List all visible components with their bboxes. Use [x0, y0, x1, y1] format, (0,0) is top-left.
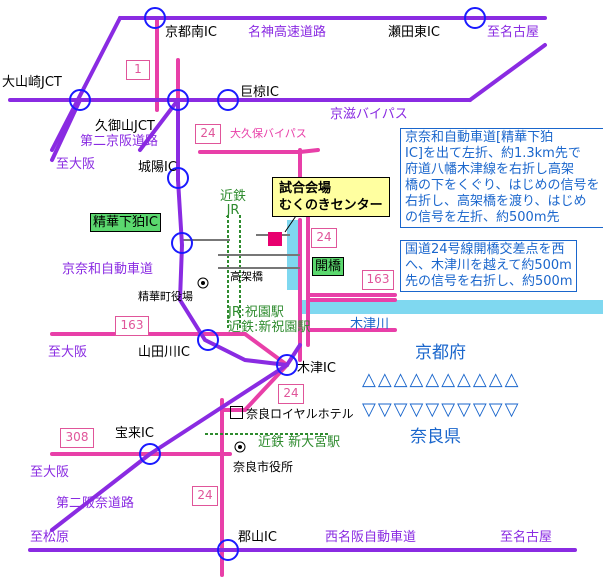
- daini-keihan-label: 第二京阪道路: [80, 134, 159, 149]
- station-hosono: JR:祝園駅 近鉄:新祝園駅: [228, 305, 311, 335]
- kintetsu-shin-omiya: 近鉄 新大宮駅: [258, 435, 341, 450]
- circle-ring-icon: [217, 539, 239, 561]
- kyoto-pref-label: 京都府: [415, 343, 466, 363]
- keinawa-label: 京奈和自動車道: [62, 262, 154, 277]
- to-osaka-3: 至大阪: [30, 465, 70, 480]
- to-osaka-1: 至大阪: [56, 157, 96, 172]
- nara-city-hall: 奈良市役所: [233, 460, 294, 474]
- keiji-bypass-label: 京滋バイパス: [330, 107, 408, 122]
- circle-ring-icon: [139, 443, 161, 465]
- circle-ring-icon: [167, 89, 189, 111]
- expressways: [8, 16, 577, 552]
- daini-hanna-label: 第二阪奈道路: [56, 496, 135, 511]
- directions-keinawa-note: 京奈和自動車道[精華下狛 IC]を出て左折、約1.3km先で 府道八幡木津線を右…: [400, 128, 603, 228]
- bullseye-icon: [197, 277, 246, 453]
- seika-town-hall: 精華町役場: [138, 290, 193, 303]
- nara-pref-label: 奈良県: [410, 427, 461, 447]
- interchange-markers: [69, 7, 486, 561]
- prefecture-border-top: △△△△△△△△△△: [362, 369, 521, 390]
- kintetsu-jr-label: 近鉄 JR: [220, 189, 247, 218]
- kizugawa-label: 木津川: [350, 317, 390, 332]
- route-24-okubo-badge: 24: [195, 124, 221, 144]
- circle-ring-icon: [197, 329, 219, 351]
- venue-label: 試合会場 むくのきセンター: [272, 177, 390, 217]
- koriyama-ic: 郡山IC: [238, 530, 277, 545]
- to-nagoya-top: 至名古屋: [487, 25, 540, 40]
- square-icon: [230, 406, 243, 419]
- kyoto-minami-ic: 京都南IC: [165, 25, 217, 40]
- okubo-bypass-label: 大久保バイパス: [230, 127, 307, 140]
- ogura-ic: 巨椋IC: [240, 85, 279, 100]
- circle-ring-icon: [167, 167, 189, 189]
- oyamazaki-jct: 大山崎JCT: [2, 75, 62, 90]
- kokasho-label: 高架橋: [230, 270, 263, 283]
- daini-hanna: [50, 452, 152, 532]
- circle-ring-icon: [171, 232, 193, 254]
- seta-higashi-ic: 瀬田東IC: [388, 25, 440, 40]
- route-163-west-badge: 163: [115, 316, 149, 336]
- to-osaka-2: 至大阪: [48, 345, 88, 360]
- railways: [205, 215, 330, 435]
- to-matsubara: 至松原: [30, 530, 70, 545]
- prefecture-border-bottom: ▽▽▽▽▽▽▽▽▽▽: [362, 399, 521, 420]
- route-24-south-badge: 24: [192, 486, 218, 506]
- kumiyama-jct: 久御山JCT: [95, 119, 155, 134]
- circle-ring-icon: [69, 89, 91, 111]
- directions-route24-note: 国道24号線開橋交差点を西 へ、木津川を越えて約500m 先の信号を右折し、約5…: [400, 240, 578, 292]
- circle-ring-icon: [276, 354, 298, 376]
- seikashimokoma-ic: 精華下狛IC: [90, 213, 161, 232]
- venue-marker: [268, 232, 282, 246]
- yamadagawa-ic: 山田川IC: [138, 345, 190, 360]
- kaikyo-label: 開橋: [312, 257, 345, 276]
- joyo-ic: 城陽IC: [138, 160, 177, 175]
- circle-ring-icon: [217, 89, 239, 111]
- nishimeihan-label: 西名阪自動車道: [325, 530, 417, 545]
- circle-ring-icon: [144, 7, 166, 29]
- route-308-badge: 308: [60, 428, 94, 448]
- to-nagoya-bottom: 至名古屋: [500, 530, 553, 545]
- keinawa-expressway: [176, 178, 289, 367]
- route-1-badge: 1: [126, 60, 150, 80]
- route-24-kizu-badge: 24: [278, 384, 304, 404]
- horai-ic: 宝来IC: [115, 426, 154, 441]
- route-24-venue-badge: 24: [311, 228, 337, 248]
- route-163-east-badge: 163: [362, 270, 394, 290]
- nara-royal-hotel: 奈良ロイヤルホテル: [230, 406, 354, 421]
- circle-ring-icon: [464, 7, 486, 29]
- kizu-ic: 木津IC: [297, 361, 336, 376]
- meishin-label: 名神高速道路: [248, 25, 327, 40]
